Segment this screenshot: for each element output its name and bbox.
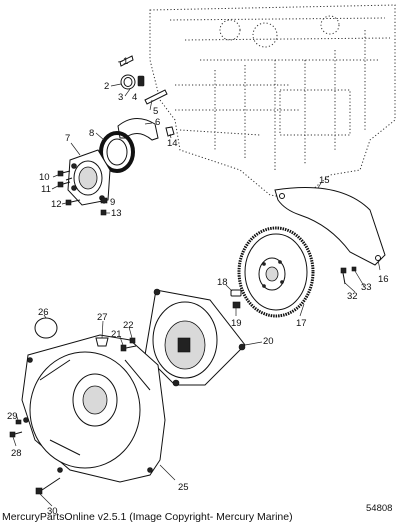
dowel-and-bolt <box>230 289 242 309</box>
callout-30: 30 <box>47 506 58 517</box>
callout-7: 7 <box>65 133 70 144</box>
leader-lines <box>12 60 381 507</box>
callout-11: 11 <box>41 184 51 195</box>
callout-32: 32 <box>347 291 358 302</box>
flywheel <box>237 226 315 318</box>
callout-12: 12 <box>51 199 62 210</box>
callout-9: 9 <box>110 197 115 208</box>
callout-28: 28 <box>11 448 22 459</box>
callout-13: 13 <box>111 208 122 219</box>
callout-15: 15 <box>319 175 330 186</box>
callout-16: 16 <box>378 274 389 285</box>
housing-accessories <box>34 317 137 352</box>
callout-26: 26 <box>38 307 49 318</box>
oil-seal <box>99 131 135 173</box>
cover-bolts <box>340 266 357 285</box>
callout-18: 18 <box>217 277 228 288</box>
seal-retainer-parts <box>117 55 175 141</box>
drive-coupler <box>144 288 246 387</box>
callout-10: 10 <box>39 172 50 183</box>
callout-29: 29 <box>7 411 18 422</box>
callout-27: 27 <box>97 312 108 323</box>
engine-block-phantom <box>149 4 396 201</box>
callout-8: 8 <box>89 128 94 139</box>
callout-21: 21 <box>111 329 122 340</box>
callout-1: 1 <box>123 56 128 67</box>
seal-housing <box>67 149 111 206</box>
callout-14: 14 <box>167 138 178 149</box>
callout-20: 20 <box>263 336 274 347</box>
callout-19: 19 <box>231 318 242 329</box>
copyright-footer: MercuryPartsOnline v2.5.1 (Image Copyrig… <box>2 511 293 523</box>
callout-5: 5 <box>153 106 158 117</box>
callout-25: 25 <box>178 482 189 493</box>
callout-22: 22 <box>123 320 134 331</box>
callout-6: 6 <box>155 117 160 128</box>
housing-bolts <box>57 170 108 216</box>
figure-number: 54808 <box>366 503 392 514</box>
callout-17: 17 <box>296 318 307 329</box>
housing-side-bolts <box>9 419 61 495</box>
flywheel-cover-plate <box>274 187 386 266</box>
callout-33: 33 <box>361 282 372 293</box>
callout-labels: 1 2 3 4 5 6 7 8 9 10 11 12 13 14 15 16 1… <box>7 56 392 517</box>
callout-4: 4 <box>132 92 137 103</box>
bell-housing <box>21 334 166 483</box>
callout-3: 3 <box>118 92 123 103</box>
callout-2: 2 <box>104 81 109 92</box>
